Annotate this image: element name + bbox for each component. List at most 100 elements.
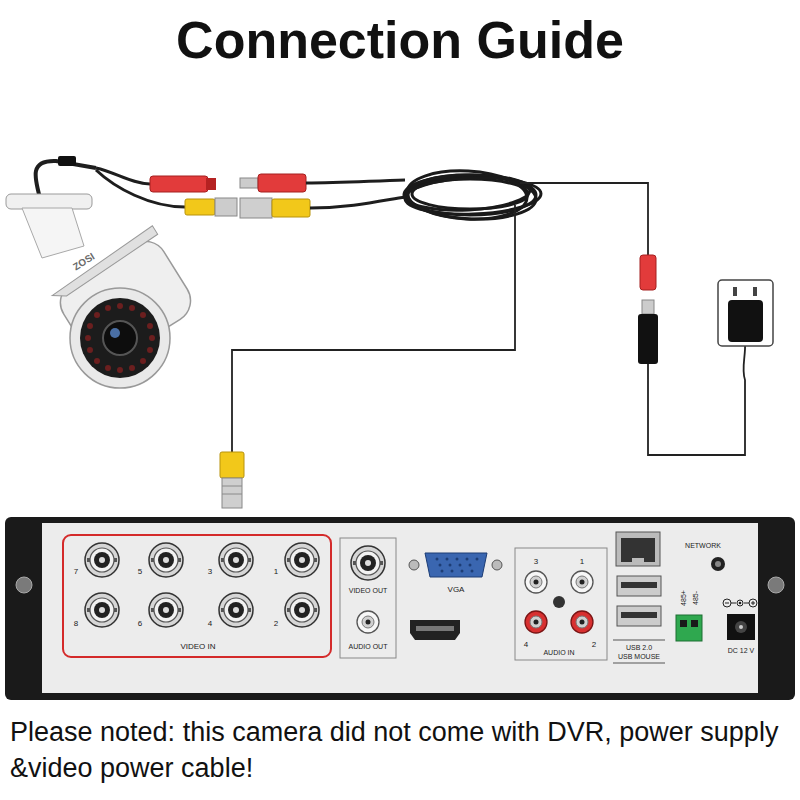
adapter-plug-tip (642, 300, 654, 314)
dc-male-plug (258, 174, 306, 192)
port-label: USB 2.0 (626, 644, 652, 651)
port-number: 7 (74, 568, 78, 576)
pin-name: 485+ (680, 590, 687, 606)
ir-ring (80, 298, 160, 378)
rca-port (357, 611, 379, 633)
ground-screw (711, 557, 725, 571)
brand-mark: ZOSI (71, 252, 96, 273)
ir-leds (85, 303, 155, 373)
cable-coil (404, 168, 542, 222)
rs485-terminal (676, 615, 702, 641)
bnc-male-head (240, 198, 272, 218)
port-number: 8 (74, 620, 78, 628)
power-rating: DC 12 V (728, 647, 754, 654)
dc-female-connector (150, 176, 208, 192)
cable-ferrule (58, 156, 76, 166)
power-adapter (728, 300, 763, 342)
dc-female-tip (206, 178, 216, 190)
port-group-label: VIDEO IN (180, 643, 215, 651)
dc-female-connector (640, 255, 656, 290)
video-wire (232, 205, 515, 452)
port-label: VGA (448, 586, 465, 594)
rj45-port (616, 532, 660, 566)
port-number: 1 (274, 568, 278, 576)
dvr-panel (42, 523, 758, 693)
bnc-port (85, 543, 119, 577)
rca-port (571, 571, 593, 593)
terminal-screw (680, 620, 687, 627)
dc-male-tip (240, 178, 258, 188)
bnc-port (285, 593, 319, 627)
dc-jack-socket (735, 621, 747, 633)
vga-pins (436, 558, 479, 573)
dvr-frame (5, 517, 795, 700)
port-label: NETWORK (685, 542, 721, 549)
page-title: Connection Guide (0, 8, 800, 72)
cable-run (310, 197, 405, 208)
caption-note: Please noted: this camera did not come w… (10, 714, 795, 786)
port-number: 4 (208, 620, 212, 628)
usb-socket (621, 582, 657, 588)
power-wire (520, 183, 648, 255)
rca-port (525, 571, 547, 593)
bnc-port (351, 546, 385, 580)
port-label: AUDIO OUT (349, 643, 388, 650)
port-number: 1 (580, 558, 584, 566)
cable-run (306, 180, 405, 183)
port-number: 6 (138, 620, 142, 628)
camera-front (70, 288, 170, 388)
port-number: 3 (208, 568, 212, 576)
bnc-female-body (185, 199, 215, 215)
pin-name: 485- (692, 591, 699, 605)
polarity-dot (739, 602, 742, 605)
camera-mount-arm (22, 208, 84, 258)
outlet-slot (733, 287, 737, 296)
usb-label-rules (613, 640, 665, 663)
polarity-symbol (723, 599, 757, 607)
vga-screw (409, 560, 419, 570)
port-label: VIDEO OUT (349, 587, 388, 594)
camera-mount-plate (6, 194, 92, 209)
panel-screw (16, 577, 32, 593)
video-power-cable (220, 168, 773, 508)
outlet-slot (753, 287, 757, 296)
bullet-camera (6, 156, 237, 388)
hdmi-port (410, 620, 460, 640)
wall-outlet (718, 280, 773, 346)
dc-jack-pin (739, 625, 743, 629)
bnc-female-head (215, 198, 237, 216)
port-number: 4 (524, 641, 528, 649)
rj45-socket (621, 538, 655, 562)
bnc-plug-ridges (222, 486, 242, 494)
terminal-screw (691, 620, 698, 627)
bnc-port (285, 543, 319, 577)
adapter-plug (638, 314, 658, 364)
port-number: 2 (592, 641, 596, 649)
bnc-port (219, 593, 253, 627)
output-group (340, 538, 396, 658)
port-label: USB MOUSE (618, 653, 660, 660)
ground-screw-head (715, 561, 721, 567)
audio-knob (553, 596, 565, 608)
dc-jack (727, 614, 755, 640)
port-number: 5 (138, 568, 142, 576)
bnc-plug-head (222, 478, 242, 508)
rj45-notch (632, 558, 644, 563)
bnc-male-body (272, 199, 310, 217)
audio-in-group (515, 548, 607, 660)
adapter-cord (648, 342, 745, 455)
vga-port (425, 553, 487, 577)
camera-lens (103, 321, 137, 355)
bnc-plug-body (220, 452, 244, 478)
lens-glint (110, 328, 120, 338)
video-in-group (63, 535, 331, 657)
usb-socket (621, 612, 657, 618)
bnc-port (149, 593, 183, 627)
camera-cable (36, 161, 96, 198)
panel-screw (768, 577, 784, 593)
usb-port (617, 576, 661, 596)
usb-port (617, 606, 661, 626)
hdmi-contacts (416, 626, 454, 631)
